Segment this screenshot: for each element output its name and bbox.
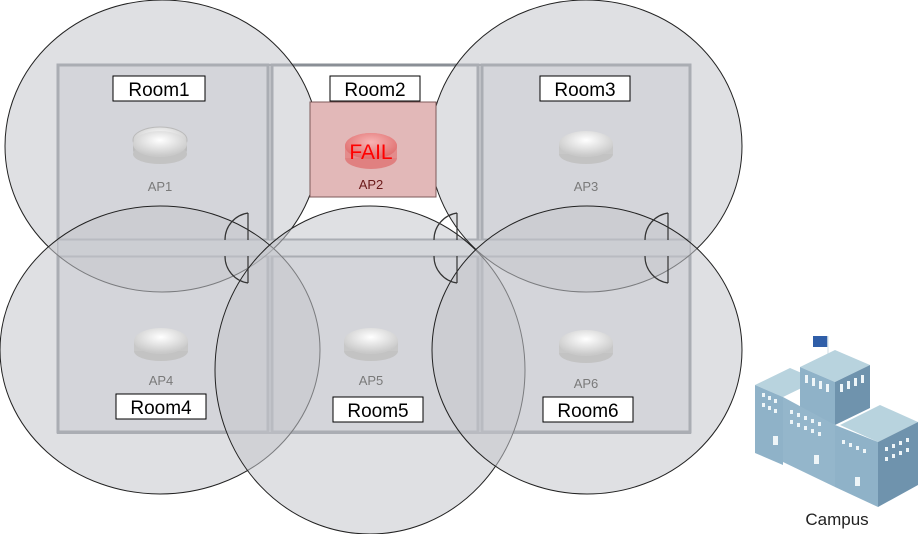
svg-text:AP2: AP2	[359, 177, 384, 192]
ap6[interactable]: AP6	[559, 330, 613, 391]
doors	[224, 212, 669, 284]
fail-label: FAIL	[349, 141, 392, 164]
ap1[interactable]: AP1	[132, 126, 188, 194]
door-icon	[224, 212, 249, 241]
door-icon	[224, 255, 249, 284]
door-icon	[644, 255, 669, 284]
svg-text:Room5: Room5	[347, 401, 408, 422]
access-point-icon	[134, 328, 188, 361]
svg-text:AP6: AP6	[574, 376, 599, 391]
room2-label: Room2	[329, 75, 421, 102]
room4-label: Room4	[115, 393, 207, 420]
campus-building-icon	[755, 336, 918, 507]
svg-text:Room1: Room1	[128, 80, 189, 101]
campus-label: Campus	[805, 510, 868, 529]
svg-text:Room3: Room3	[554, 80, 615, 101]
svg-text:AP3: AP3	[574, 179, 599, 194]
room3-label: Room3	[539, 75, 631, 102]
ap4[interactable]: AP4	[134, 328, 188, 388]
ap3[interactable]: AP3	[559, 131, 613, 194]
room6-label: Room6	[542, 396, 634, 423]
room-labels: Room1 Room2 Room3 Room4 Room5 Room6	[112, 75, 634, 423]
door-icon	[433, 212, 458, 241]
room5-label: Room5	[332, 396, 424, 423]
access-point-icon	[344, 328, 398, 361]
svg-text:Room6: Room6	[557, 401, 618, 422]
access-point-icon	[559, 330, 613, 363]
access-point-icon	[132, 126, 188, 164]
room1-label: Room1	[112, 75, 206, 102]
ap2[interactable]: FAIL AP2	[345, 133, 397, 192]
svg-text:AP1: AP1	[148, 179, 173, 194]
svg-text:Room4: Room4	[130, 398, 192, 419]
svg-text:AP5: AP5	[359, 373, 384, 388]
svg-text:AP4: AP4	[149, 373, 174, 388]
door-icon	[433, 255, 458, 284]
access-point-icon	[559, 131, 613, 164]
door-icon	[644, 212, 669, 241]
access-point-icon	[345, 133, 397, 169]
ap5[interactable]: AP5	[344, 328, 398, 388]
svg-text:Room2: Room2	[344, 80, 405, 101]
